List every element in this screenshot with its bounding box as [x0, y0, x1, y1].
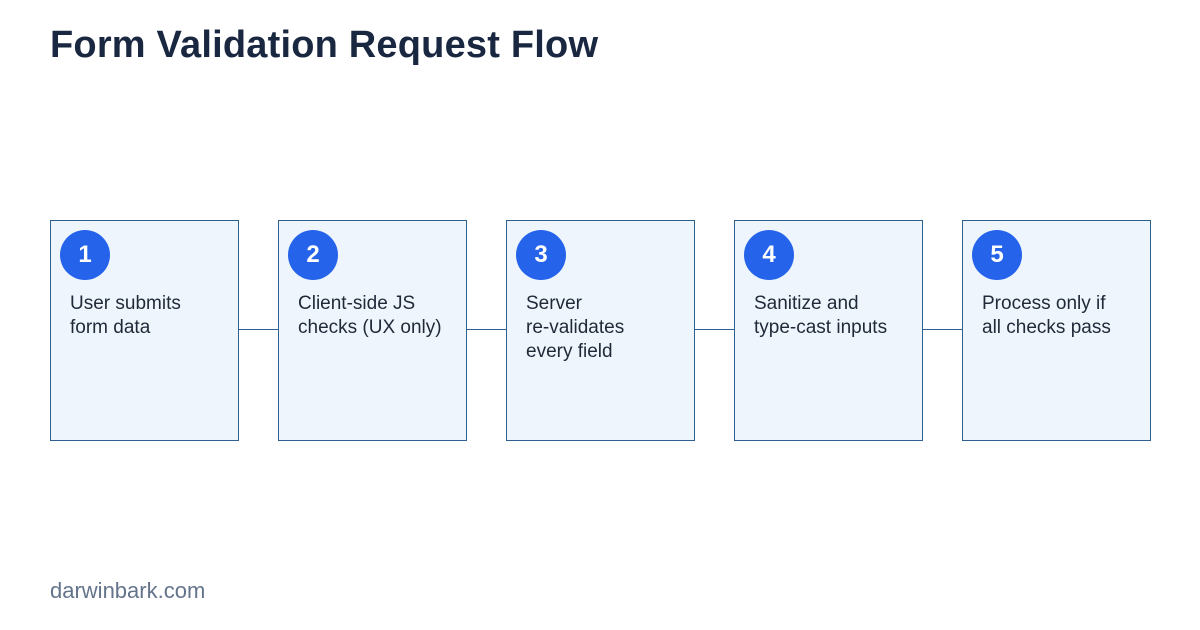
step-description: Server re-validates every field: [526, 293, 625, 362]
step-box-5: 5 Process only if all checks pass: [962, 220, 1151, 441]
step-number-badge: 5: [972, 230, 1022, 280]
step-number-badge: 2: [288, 230, 338, 280]
page-title: Form Validation Request Flow: [50, 24, 599, 66]
connector-2-3: [467, 329, 506, 330]
connector-4-5: [923, 329, 962, 330]
step-number-badge: 4: [744, 230, 794, 280]
step-description: User submits form data: [70, 293, 181, 338]
step-box-1: 1 User submits form data: [50, 220, 239, 441]
step-box-4: 4 Sanitize and type-cast inputs: [734, 220, 923, 441]
step-description: Client-side JS checks (UX only): [298, 293, 442, 338]
step-number-badge: 3: [516, 230, 566, 280]
step-box-2: 2 Client-side JS checks (UX only): [278, 220, 467, 441]
connector-1-2: [239, 329, 278, 330]
connector-3-4: [695, 329, 734, 330]
footer-site-label: darwinbark.com: [50, 578, 206, 603]
step-description: Process only if all checks pass: [982, 293, 1111, 338]
step-description: Sanitize and type-cast inputs: [754, 293, 888, 338]
step-box-3: 3 Server re-validates every field: [506, 220, 695, 441]
step-number-badge: 1: [60, 230, 110, 280]
